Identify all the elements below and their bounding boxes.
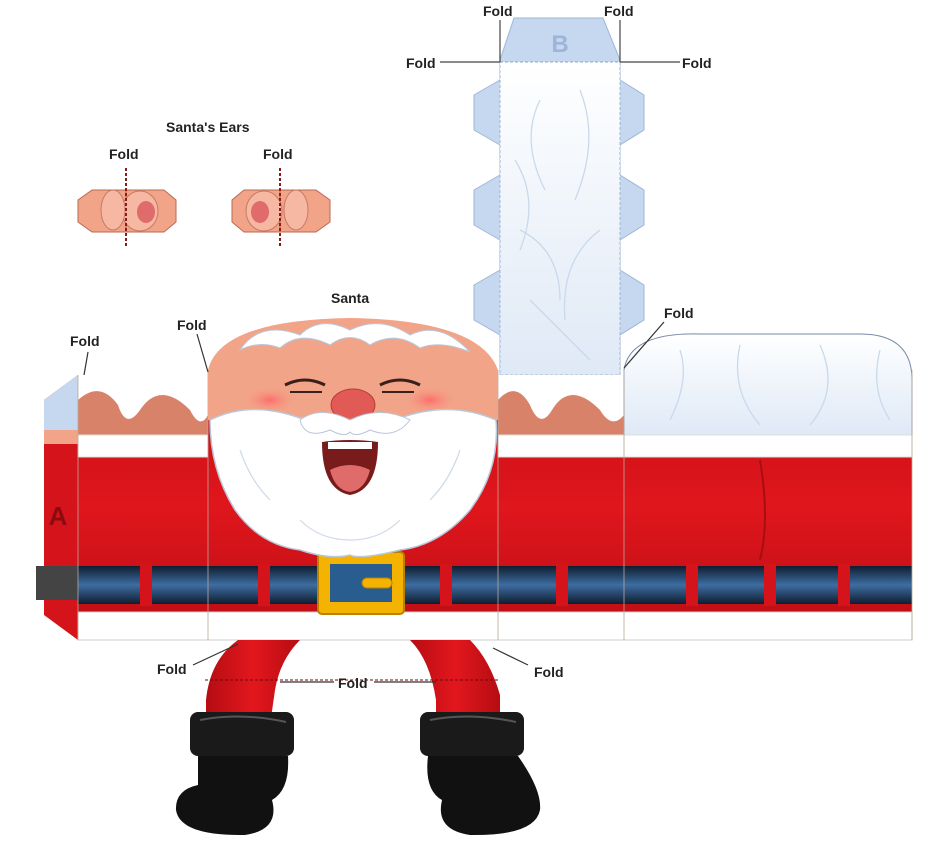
bottom-fur-band <box>77 611 913 641</box>
boot-left <box>175 712 294 836</box>
fold-label-ear-right: Fold <box>263 146 293 162</box>
belt <box>78 564 912 606</box>
tab-a-letter: A <box>49 501 68 531</box>
leg-right <box>410 640 500 725</box>
fold-label-top-right: Fold <box>604 3 634 19</box>
fold-label-side-right: Fold <box>682 55 712 71</box>
ear-left <box>77 168 177 246</box>
ears-title: Santa's Ears <box>166 119 250 135</box>
body-fold-lines <box>83 321 665 683</box>
hat-strip-b <box>473 17 645 376</box>
fold-label-leg-left: Fold <box>157 661 187 677</box>
fold-label-leg-right: Fold <box>534 664 564 680</box>
santa-title: Santa <box>331 290 370 306</box>
fold-label-body-front: Fold <box>177 317 207 333</box>
fold-label-leg-center: Fold <box>338 675 368 691</box>
fold-label-body-back: Fold <box>664 305 694 321</box>
boot-right <box>420 712 541 836</box>
ear-right <box>231 168 331 246</box>
santa-face <box>208 318 498 558</box>
fold-label-top-left: Fold <box>483 3 513 19</box>
top-fold-lines <box>440 20 680 63</box>
leg-left <box>206 640 300 725</box>
fold-label-ear-left: Fold <box>109 146 139 162</box>
fold-label-body-left: Fold <box>70 333 100 349</box>
tab-a <box>36 375 78 640</box>
body-panel-left <box>77 375 209 640</box>
tab-b-letter: B <box>551 31 568 58</box>
belt-buckle <box>317 551 405 615</box>
fold-label-side-left: Fold <box>406 55 436 71</box>
